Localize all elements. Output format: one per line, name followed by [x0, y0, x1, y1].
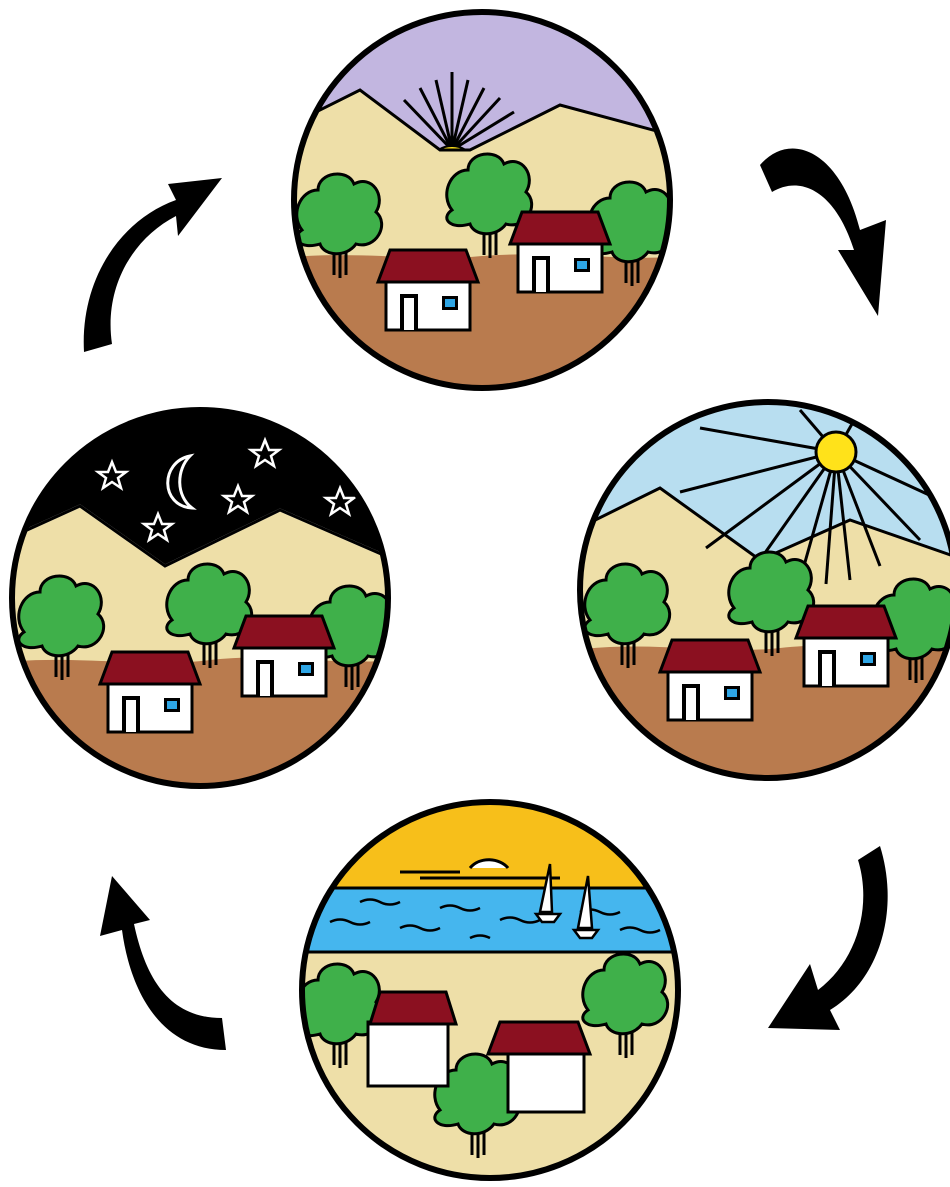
- curved-arrow-icon: [760, 148, 886, 316]
- curved-arrow-icon: [84, 178, 222, 352]
- sunrise-scene: [280, 10, 690, 400]
- curved-arrow-icon: [768, 846, 888, 1030]
- night-scene: [5, 405, 395, 795]
- midday-scene: [575, 400, 950, 790]
- sunset-scene: [295, 795, 685, 1187]
- curved-arrow-icon: [100, 876, 226, 1050]
